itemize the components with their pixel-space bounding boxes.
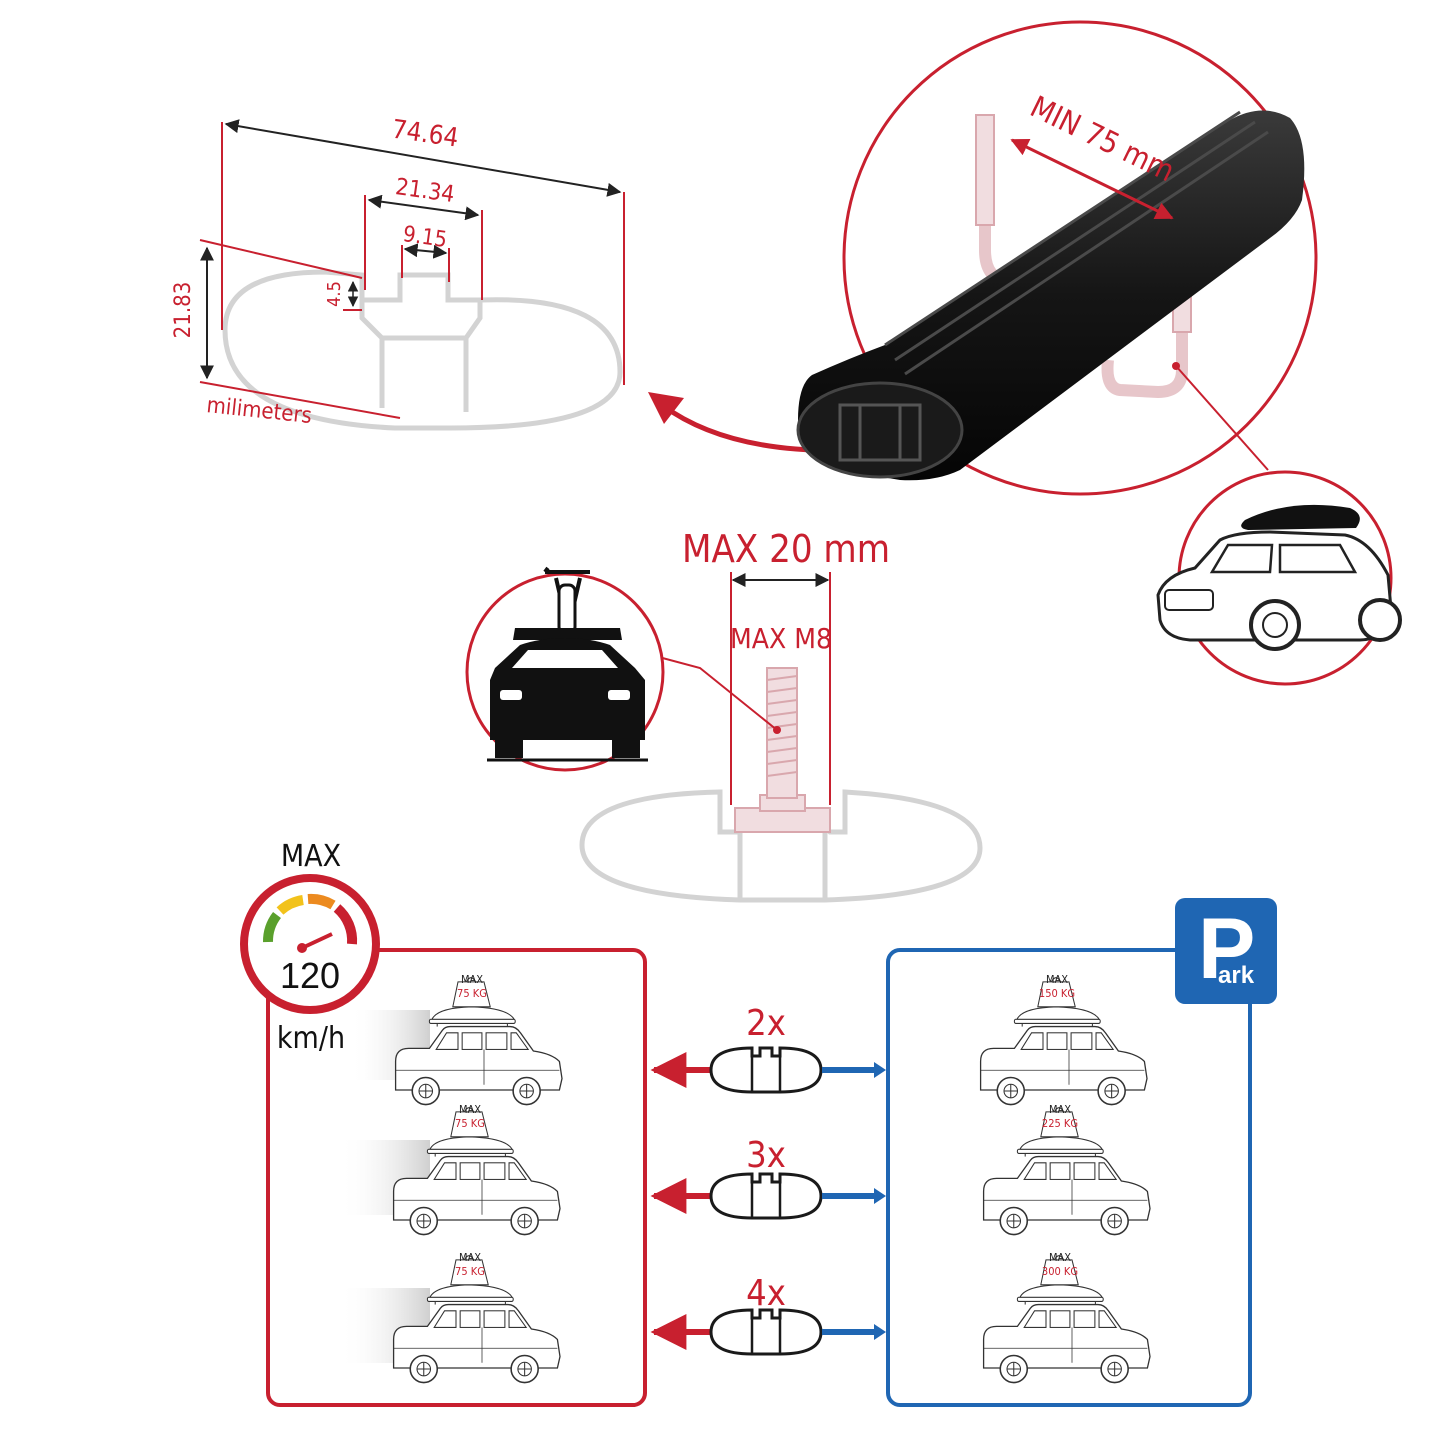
park-sign: P ark: [1175, 898, 1277, 1004]
car-tire: [495, 740, 523, 758]
bicycle-wheel: [557, 583, 577, 635]
speed-limit-value: 120: [280, 955, 340, 996]
extension-line: [199, 239, 363, 279]
parked-arrowhead: [874, 1324, 886, 1340]
suv-wheel-hub: [1262, 612, 1288, 638]
profile-outline: [222, 269, 623, 431]
cross-bar-end-channels: [838, 403, 922, 462]
roof-bar-icon: [513, 628, 622, 640]
slot-outer-dimension-label: 21.34: [394, 174, 456, 208]
u-bolt-thread: [975, 114, 995, 226]
max-thread-label: MAX M8: [730, 622, 832, 655]
driving-weight-kg: 75 KG: [455, 1265, 485, 1278]
park-suffix: ark: [1218, 962, 1255, 989]
car-headlight: [608, 690, 630, 700]
speedometer-icon: [307, 893, 336, 910]
load-row: MAX 75 KG 3x MAX 225 KG: [340, 1103, 1151, 1236]
suv-windows: [1209, 543, 1358, 574]
speedometer-icon: [276, 895, 304, 915]
load-row: MAX 75 KG 2x MAX 150 KG: [350, 973, 1148, 1106]
min-distance-arrow: [1010, 138, 1174, 220]
speed-limit-header: MAX: [281, 839, 341, 874]
parked-weight-kg: 150 KG: [1039, 987, 1075, 1000]
speed-limit-unit: km/h: [277, 1021, 345, 1056]
speedometer-pivot: [297, 943, 307, 953]
slot-outer-dimension-arrow: [367, 194, 480, 221]
cross-bar-body: [798, 110, 1305, 481]
bar-count-label: 4x: [746, 1273, 786, 1314]
cross-bar-profile-icon: [709, 1172, 823, 1220]
suv-grille: [1164, 589, 1214, 611]
roof-box-icon: [1241, 504, 1360, 530]
parked-arrowhead: [874, 1062, 886, 1078]
driving-weight-max: MAX: [461, 973, 483, 986]
suv-wheel: [1249, 599, 1301, 651]
parked-weight-kg: 300 KG: [1042, 1265, 1078, 1278]
pointer-arrowhead: [648, 392, 684, 424]
cross-bar-profile-icon: [709, 1046, 823, 1094]
bolt-profile-outline: [579, 789, 983, 903]
park-letter: P: [1198, 901, 1255, 997]
t-bolt-thread: [766, 675, 798, 777]
suv-wheel: [1358, 598, 1402, 642]
speedometer-icon: [263, 911, 282, 943]
car-tire: [612, 740, 640, 758]
driving-weight-max: MAX: [459, 1103, 481, 1116]
max-width-label: MAX 20 mm: [682, 527, 890, 571]
cross-bar-profile-icon: [709, 1308, 823, 1356]
bar-detail-callout: MIN 75 mm: [796, 20, 1318, 496]
parked-arrowhead: [874, 1188, 886, 1204]
width-dimension-arrow: [224, 119, 622, 197]
height-dimension-label: 21.83: [171, 282, 196, 339]
parked-weight-kg: 225 KG: [1042, 1117, 1078, 1130]
cross-bar-end-profile: [796, 381, 964, 479]
width-dimension-label: 74.64: [390, 115, 460, 154]
connector-line: [1175, 365, 1269, 471]
profile-dimension-drawing: 74.64 21.34 9.15 4.5 21.83 milimeters: [171, 115, 625, 431]
driving-weight-kg: 75 KG: [457, 987, 487, 1000]
bar-count-label: 3x: [746, 1135, 786, 1176]
parked-weight-max: MAX: [1049, 1103, 1071, 1116]
driving-weight-max: MAX: [459, 1251, 481, 1264]
extension-line: [199, 381, 401, 419]
profile-inner-channel: [359, 300, 483, 412]
cross-bar-groove: [884, 110, 1269, 376]
parked-weight-max: MAX: [1046, 973, 1068, 986]
parking-sign-icon: [1175, 898, 1277, 1004]
suv-with-roof-box-callout: [1156, 470, 1402, 686]
slot-inner-dimension-label: 9.15: [401, 222, 448, 253]
bar-count-label: 2x: [746, 1003, 786, 1044]
car-headlight: [500, 690, 522, 700]
cross-bar: [796, 110, 1305, 481]
bolt-profile-channel: [737, 832, 828, 900]
t-bolt-shaft: [766, 667, 798, 799]
load-row: MAX 75 KG 4x MAX 300 KG: [340, 1251, 1151, 1384]
slot-depth-dimension-label: 4.5: [324, 281, 345, 307]
slot-inner-dimension-arrow: [403, 243, 448, 259]
driving-weight-kg: 75 KG: [455, 1117, 485, 1130]
car-with-bike-callout: [465, 566, 665, 772]
speedometer-needle: [301, 932, 333, 950]
car-windshield: [512, 650, 618, 668]
speedometer-icon: [333, 904, 358, 945]
speed-limit-badge: MAX 120 km/h: [240, 839, 380, 1056]
parked-weight-max: MAX: [1049, 1251, 1071, 1264]
